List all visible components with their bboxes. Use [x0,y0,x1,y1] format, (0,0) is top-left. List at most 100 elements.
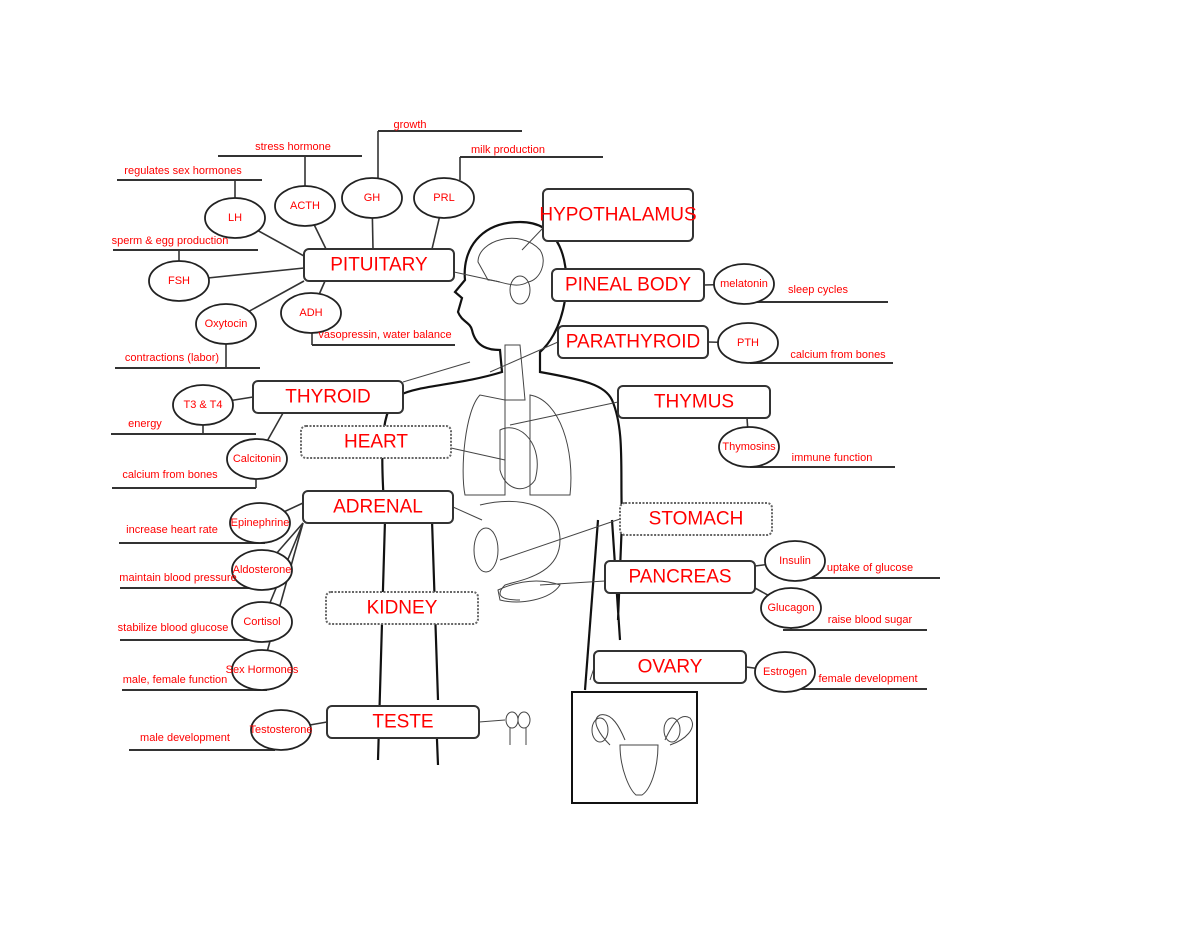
organ-stomach: STOMACH [619,502,773,536]
hormone-function-label: increase heart rate [126,524,218,536]
hormone-ellipse [226,438,288,480]
hormone-label: Calcitonin [233,453,281,465]
organ-box [557,325,709,359]
hormone-connector [261,522,304,671]
hormone-ellipse [250,709,312,751]
hormone-node: Cortisol [231,601,293,643]
hormone-ellipse [754,651,816,693]
organ-label: PANCREAS [628,567,731,588]
organ-pointer-line [489,341,559,373]
organ-box [300,425,452,459]
organ-label: HYPOTHALAMUS [539,205,696,226]
hormone-node: Aldosterone [231,549,293,591]
hormone-node: Oxytocin [195,303,257,345]
organ-label: PITUITARY [330,255,428,276]
hormone-ellipse [204,197,266,239]
organ-label: STOMACH [649,509,744,530]
organ-pointer-line [521,227,544,251]
hormone-ellipse [341,177,403,219]
hormone-label: PRL [433,192,454,204]
hormone-ellipse [760,587,822,629]
hormone-function-label: raise blood sugar [828,614,913,626]
hormone-label: Oxytocin [205,318,248,330]
hormone-function-label: sleep cycles [788,284,848,296]
organ-ovary: OVARY [593,650,747,684]
hormone-label: GH [364,192,381,204]
hormone-label: Aldosterone [233,564,292,576]
hormone-node: Epinephrine [229,502,291,544]
hormone-label: LH [228,212,242,224]
organ-label: OVARY [638,657,703,678]
hormone-ellipse [717,322,779,364]
organ-pointer-line [450,447,506,461]
organ-box [326,705,480,739]
hormone-label: T3 & T4 [184,399,223,411]
hormone-label: PTH [737,337,759,349]
hormone-ellipse [413,177,475,219]
hormone-ellipse [764,540,826,582]
hormone-node: Glucagon [760,587,822,629]
organ-hypothalamus: HYPOTHALAMUS [539,188,697,242]
hormone-function-label: calcium from bones [122,469,218,481]
organ-thyroid: THYROID [252,380,404,414]
organ-box [604,560,756,594]
hormone-function-label: female development [818,673,917,685]
organ-label: THYROID [285,387,371,408]
hormone-function-label: stress hormone [255,141,331,153]
hormone-node: ACTH [274,185,336,227]
organ-pointer-line [452,506,483,521]
organ-pointer-line [509,401,619,426]
organ-label: HEART [344,432,408,453]
hormone-node: Calcitonin [226,438,288,480]
organ-teste: TESTE [326,705,480,739]
hormone-ellipse [274,185,336,227]
hormone-function-label: immune function [792,452,873,464]
organ-box [302,490,454,524]
hormone-ellipse [718,426,780,468]
organ-box [303,248,455,282]
organ-heart: HEART [300,425,452,459]
hormone-label: Thymosins [722,441,776,453]
hormone-label: ACTH [290,200,320,212]
organ-box [551,268,705,302]
hormone-label: Sex Hormones [226,664,299,676]
hormone-function-label: sperm & egg production [112,235,229,247]
hormone-node: Thymosins [718,426,780,468]
hormone-label: melatonin [720,278,768,290]
hormone-function-label: contractions (labor) [125,352,219,364]
hormone-label: Epinephrine [231,517,290,529]
organ-box [542,188,694,242]
organ-label: THYMUS [654,392,734,413]
organ-label: PINEAL BODY [565,275,691,296]
hormone-label: Cortisol [243,616,280,628]
hormone-ellipse [280,292,342,334]
hormone-label: Glucagon [767,602,814,614]
organ-parathyroid: PARATHYROID [557,325,709,359]
hormone-label: Testosterone [250,724,313,736]
organ-box [593,650,747,684]
hormone-node: Sex Hormones [226,649,299,691]
organ-kidney: KIDNEY [325,591,479,625]
hormone-ellipse [231,649,293,691]
hormone-label: Estrogen [763,666,807,678]
organ-pointer-line [499,518,621,561]
hormone-function-label: calcium from bones [790,349,886,361]
hormone-node: Estrogen [754,651,816,693]
organ-pointer-line [453,271,501,283]
hormone-function-label: uptake of glucose [827,562,913,574]
hormone-function-label: energy [128,418,162,430]
hormone-label: ADH [299,307,322,319]
hormone-node: LH [204,197,266,239]
hormone-node: PRL [413,177,475,219]
organ-label: PARATHYROID [566,332,700,353]
organ-thymus: THYMUS [617,385,771,419]
hormone-function-label: milk production [471,144,545,156]
organ-pointer-line [478,719,506,723]
organ-box [252,380,404,414]
organ-label: KIDNEY [367,598,438,619]
organ-pituitary: PITUITARY [303,248,455,282]
hormone-ellipse [172,384,234,426]
organ-box [617,385,771,419]
